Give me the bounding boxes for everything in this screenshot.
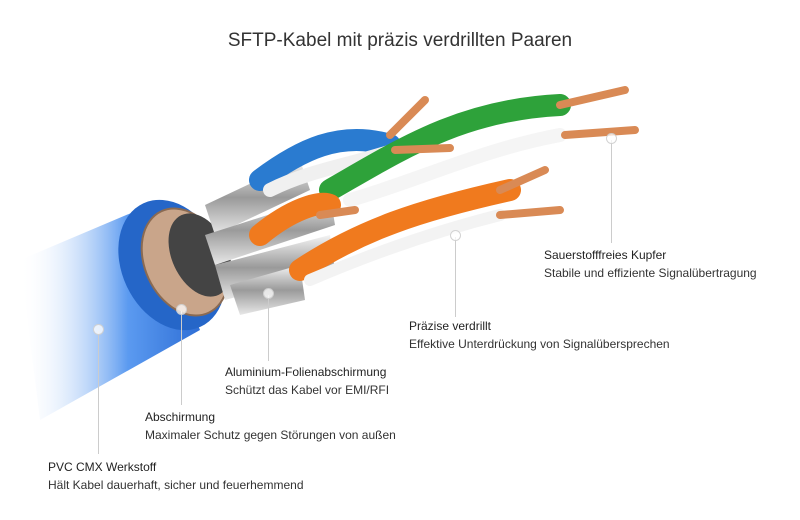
label-heading: Sauerstofffreies Kupfer — [544, 248, 667, 262]
label-twisted: Präzise verdrillt Effektive Unterdrückun… — [409, 317, 670, 353]
label-pvc: PVC CMX Werkstoff Hält Kabel dauerhaft, … — [48, 458, 304, 494]
marker-dot — [176, 304, 187, 315]
label-heading: PVC CMX Werkstoff — [48, 460, 157, 474]
label-heading: Aluminium-Folienabschirmung — [225, 365, 387, 379]
label-shield: Abschirmung Maximaler Schutz gegen Störu… — [145, 408, 396, 444]
leader-line — [181, 311, 182, 405]
marker-dot — [450, 230, 461, 241]
marker-dot — [606, 133, 617, 144]
twisted-pairs — [249, 94, 571, 286]
leader-line — [98, 331, 99, 454]
leader-line — [268, 295, 269, 361]
leader-line — [455, 237, 456, 317]
marker-dot — [263, 288, 274, 299]
copper-conductors — [316, 86, 639, 219]
label-heading: Präzise verdrillt — [409, 319, 492, 333]
leader-line — [611, 140, 612, 243]
label-copper: Sauerstofffreies Kupfer Stabile und effi… — [544, 246, 757, 282]
marker-dot — [93, 324, 104, 335]
diagram-title: SFTP-Kabel mit präzis verdrillten Paaren — [227, 30, 573, 51]
label-heading: Abschirmung — [145, 410, 216, 424]
label-description: Maximaler Schutz gegen Störungen von auß… — [145, 428, 396, 442]
label-description: Hält Kabel dauerhaft, sicher und feuerhe… — [48, 478, 304, 492]
label-foil: Aluminium-Folienabschirmung Schützt das … — [225, 363, 389, 399]
label-description: Stabile und effiziente Signalübertragung — [544, 266, 757, 280]
label-description: Schützt das Kabel vor EMI/RFI — [225, 383, 390, 397]
label-description: Effektive Unterdrückung von Signalübersp… — [409, 337, 670, 351]
